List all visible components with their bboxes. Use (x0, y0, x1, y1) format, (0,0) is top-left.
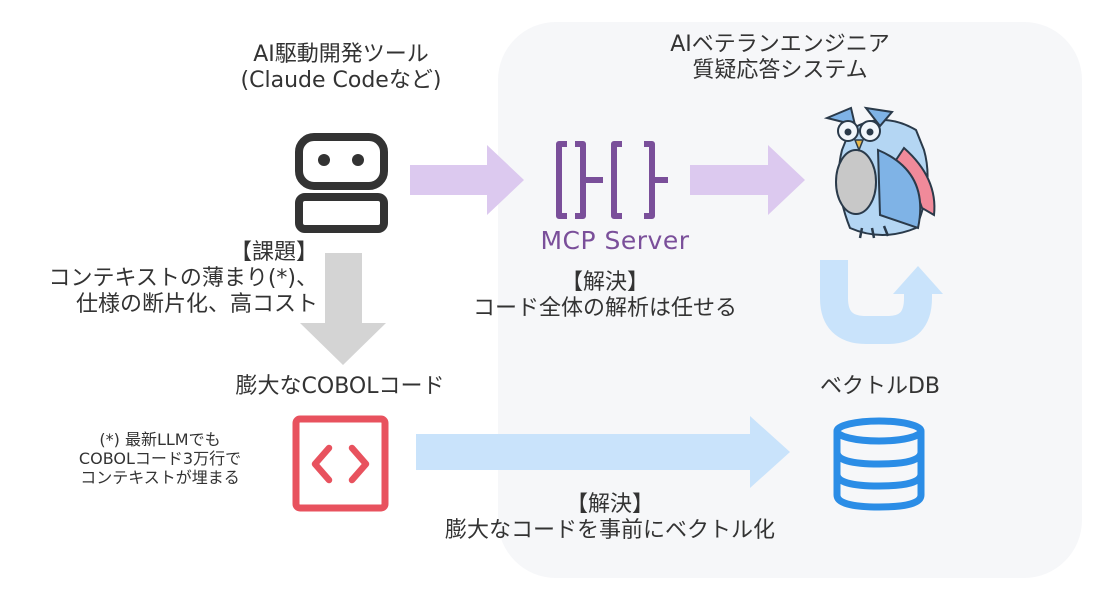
system-title-line2: 質疑応答システム (692, 57, 868, 83)
system-title-line1: AIベテランエンジニア (670, 32, 890, 57)
vector-db-label: ベクトルDB (819, 374, 941, 399)
cobol-label: 膨大なCOBOLコード (235, 374, 445, 399)
owl-robot-icon (823, 106, 936, 239)
u-turn-arrow (820, 260, 943, 344)
issue-line1: コンテキストの薄まり(*)、 (48, 265, 318, 291)
issue-line2: 仕様の断片化、高コスト (75, 291, 318, 317)
arrow-mcp-to-owl (690, 145, 805, 215)
ai-tool-label: AI駆動開発ツール (Claude Codeなど) (210, 42, 472, 94)
mcp-plug-icon (556, 141, 668, 219)
arrow-cobol-to-db (416, 416, 790, 488)
solution-vectorize: 【解決】 膨大なコードを事前にベクトル化 (415, 492, 805, 544)
solution-analysis-text: コード全体の解析は任せる (472, 295, 737, 321)
system-title: AIベテランエンジニア 質疑応答システム (635, 32, 925, 84)
arrow-issue-down (300, 253, 386, 365)
code-brackets-icon (292, 415, 389, 512)
ai-tool-line1: AI駆動開発ツール (253, 42, 429, 67)
database-icon (833, 417, 925, 511)
ai-tool-line2: (Claude Codeなど) (240, 67, 442, 93)
footnote-line2: COBOLコード3万行で (78, 449, 242, 469)
solution-analysis: 【解決】 コード全体の解析は任せる (445, 270, 765, 322)
mcp-server-label: MCP Server (540, 226, 690, 255)
system-panel (498, 22, 1082, 578)
solution-analysis-title: 【解決】 (560, 270, 649, 295)
arrow-tool-to-mcp (410, 145, 524, 215)
issue-block: 【課題】 コンテキストの薄まり(*)、 仕様の断片化、高コスト (0, 240, 318, 318)
issue-title: 【課題】 (229, 240, 318, 265)
footnote: (*) 最新LLMでも COBOLコード3万行で コンテキストが埋まる (50, 430, 270, 488)
robot-face-icon (295, 133, 388, 233)
footnote-line3: コンテキストが埋まる (80, 468, 240, 488)
solution-vectorize-text: 膨大なコードを事前にベクトル化 (444, 517, 775, 543)
footnote-line1: (*) 最新LLMでも (99, 430, 221, 449)
solution-vectorize-title: 【解決】 (565, 492, 654, 517)
